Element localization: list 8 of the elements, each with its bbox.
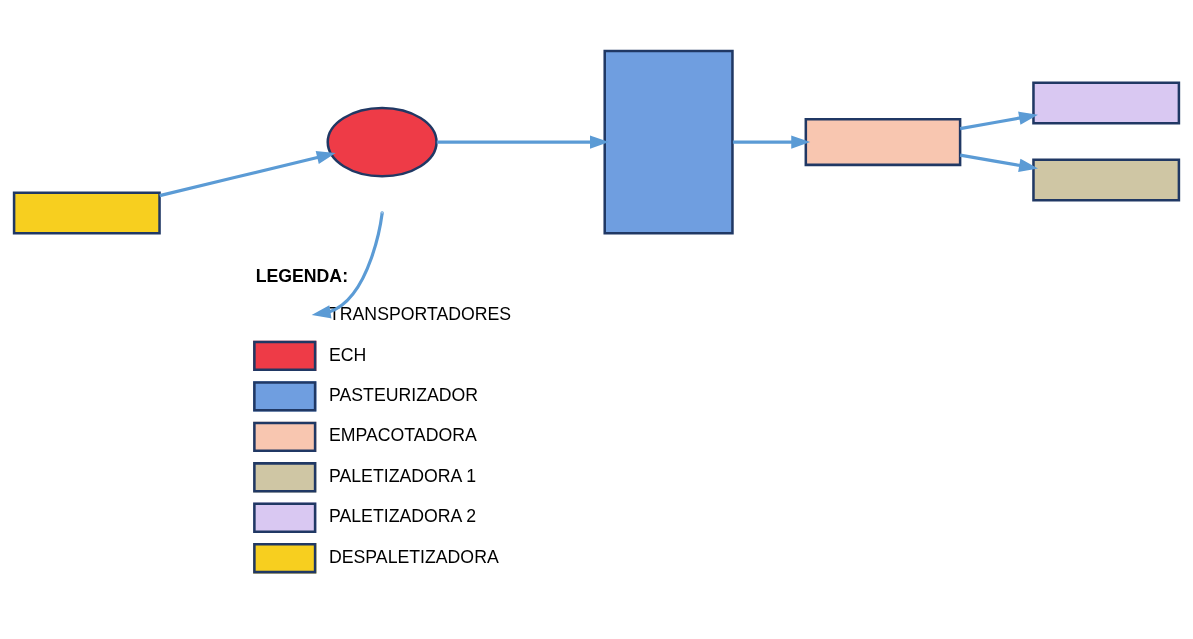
label: LEGENDA:: [255, 265, 349, 286]
legend-label: PALETIZADORA 2: [329, 506, 477, 527]
legend-label: PASTEURIZADOR: [329, 385, 479, 406]
legend-label: EMPACOTADORA: [329, 425, 477, 446]
legend-label: TRANSPORTADORES: [329, 304, 512, 325]
legend-label: PALETIZADORA 1: [329, 465, 477, 486]
legend-label: ECH: [329, 344, 367, 365]
legend-label: DESPALETIZADORA: [329, 546, 499, 567]
